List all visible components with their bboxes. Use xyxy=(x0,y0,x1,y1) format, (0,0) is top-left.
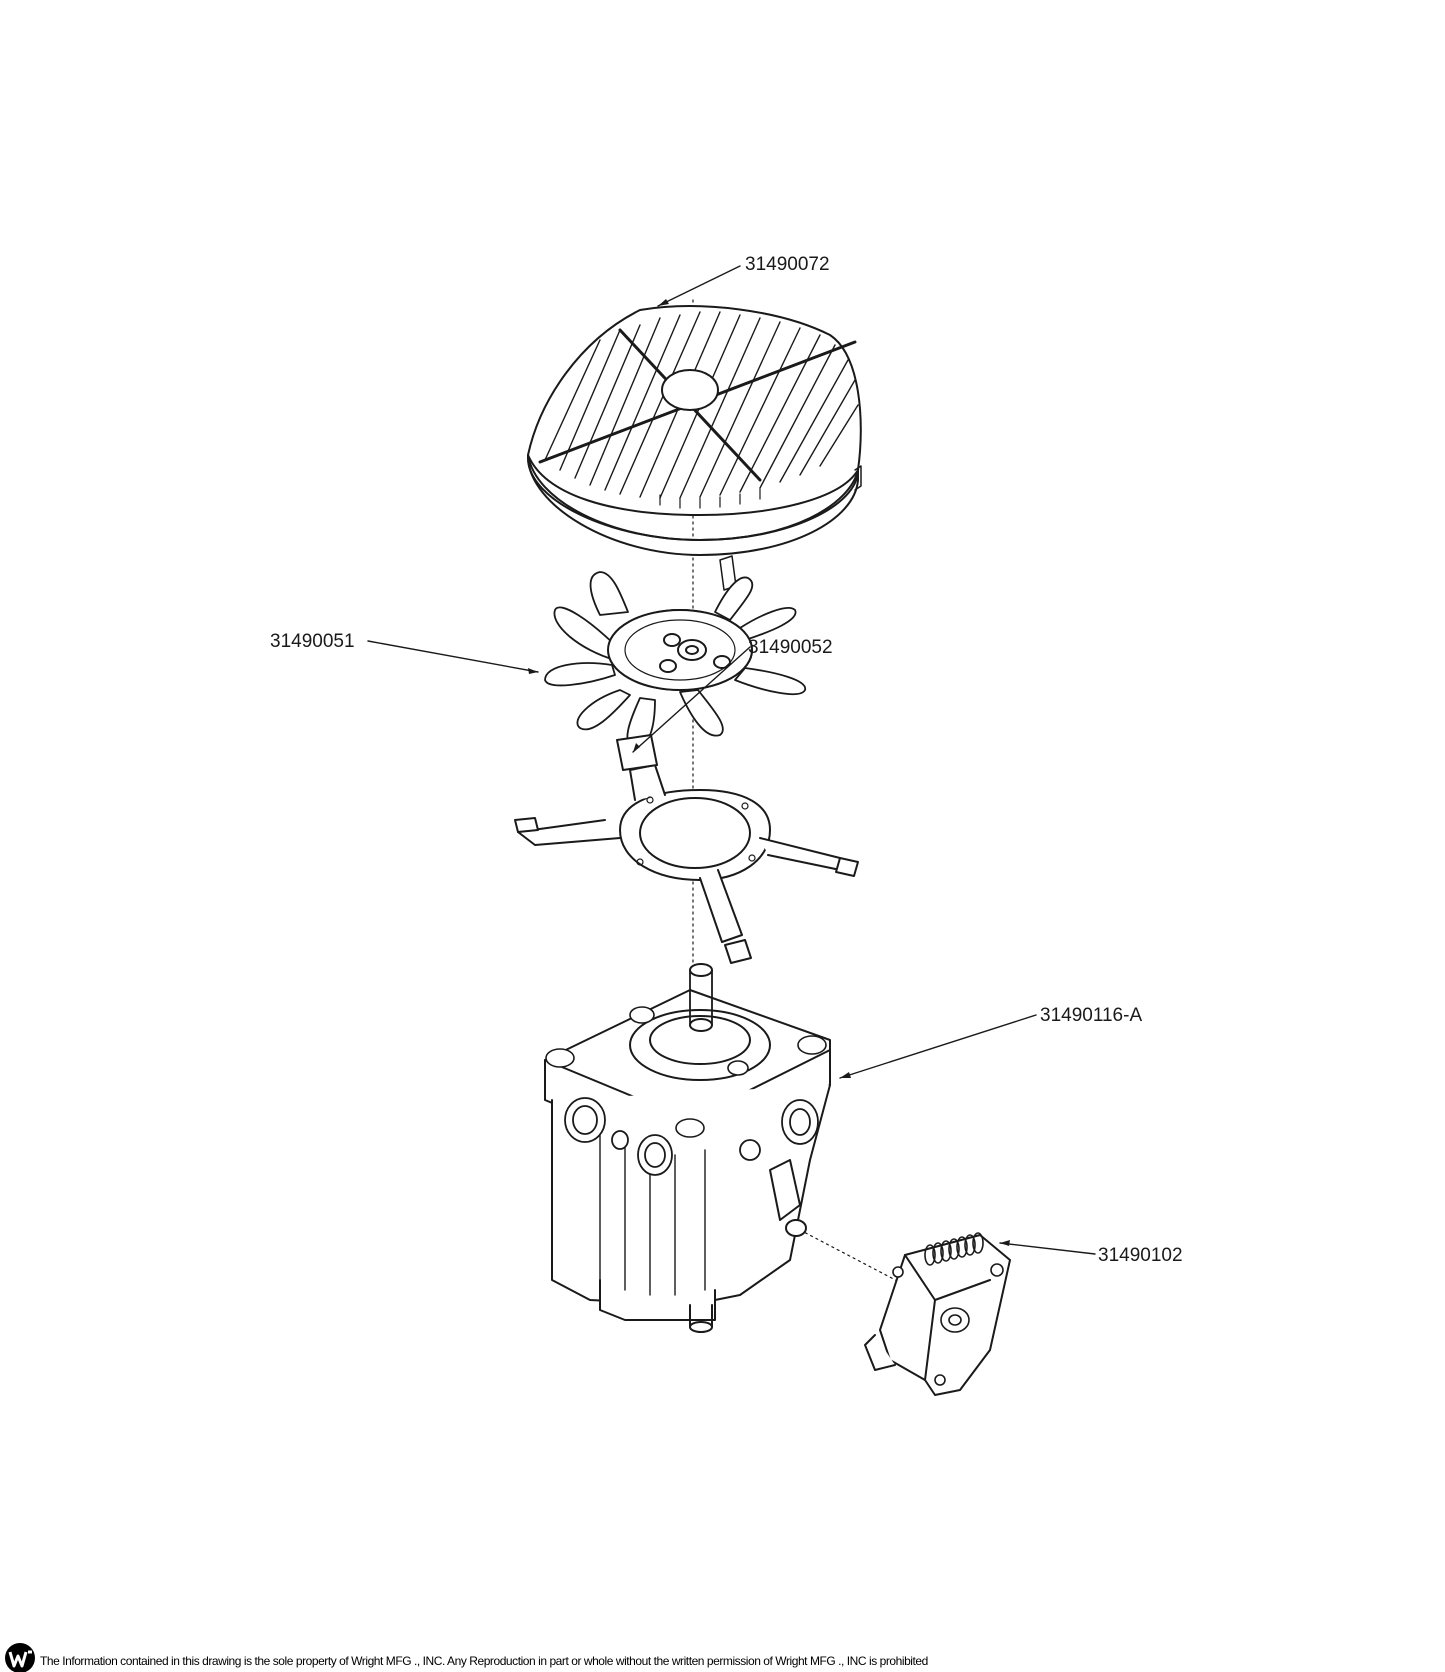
return-bracket-part xyxy=(864,1232,1011,1396)
leader-31490072 xyxy=(657,265,741,307)
callout-31490072-label: 31490072 xyxy=(745,254,830,275)
fan-shroud-part xyxy=(527,305,862,591)
callout-leaders xyxy=(367,265,1096,1255)
callout-31490116-A-label: 31490116-A xyxy=(1040,1005,1143,1026)
bracket-axis xyxy=(799,1229,906,1286)
leader-31490051 xyxy=(367,640,539,673)
wright-w-logo-icon xyxy=(5,1643,35,1672)
leader-31490052 xyxy=(632,646,751,753)
cooling-fan-part xyxy=(544,571,806,749)
callout-31490051-label: 31490051 xyxy=(270,631,355,652)
copyright-disclaimer: The Information contained in this drawin… xyxy=(40,1654,928,1668)
callout-31490102-label: 31490102 xyxy=(1098,1245,1183,1266)
fan-mount-plate-part xyxy=(514,734,859,964)
callout-31490052-label: 31490052 xyxy=(748,637,833,658)
hydro-pump-part xyxy=(544,963,831,1333)
leader-31490102 xyxy=(999,1242,1096,1255)
leader-31490116-A xyxy=(839,1014,1037,1079)
